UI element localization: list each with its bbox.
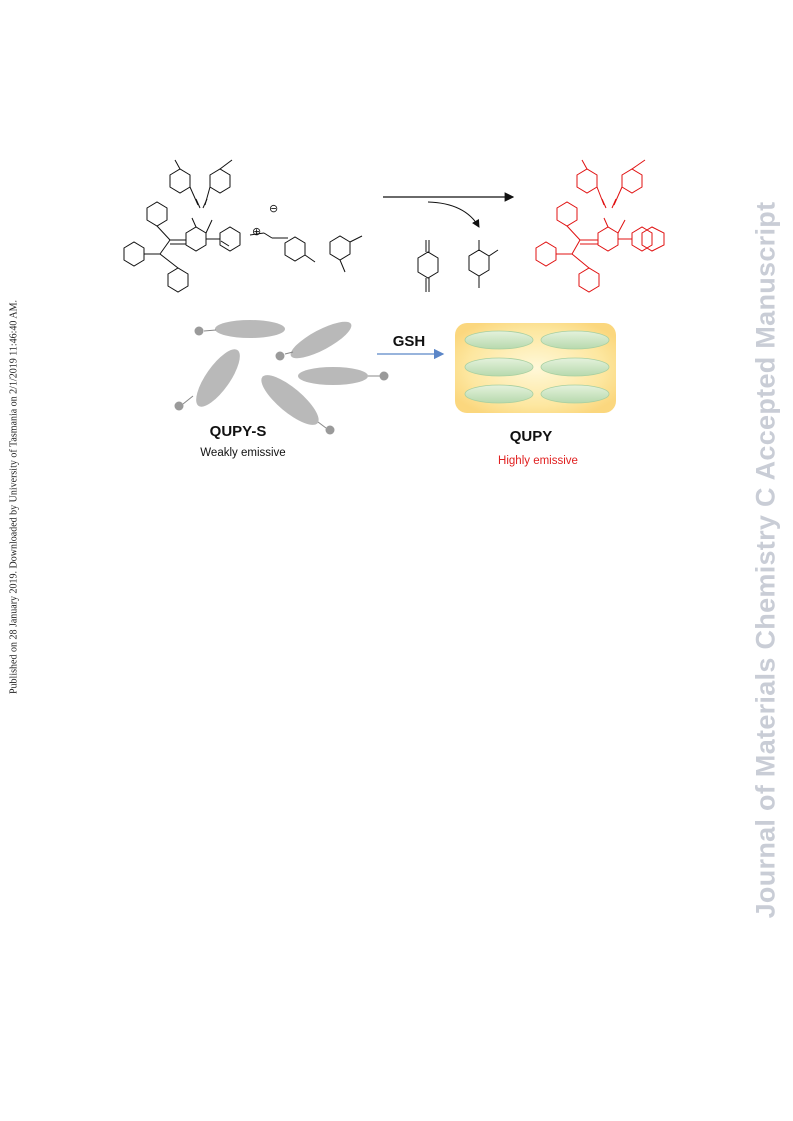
gsh-label: GSH (392, 333, 426, 350)
left-compound-name: QUPY-S (209, 423, 267, 440)
left-compound-desc: Weakly emissive (200, 447, 286, 459)
reactant-structure (123, 159, 363, 293)
byproduct-xylene (468, 240, 499, 288)
dispersed-molecules (174, 320, 389, 435)
right-compound-name: QUPY (509, 428, 553, 445)
right-compound-desc: Highly emissive (498, 455, 578, 467)
anion-charge-sign: ⊖ (269, 202, 278, 215)
side-product-arrow (427, 201, 480, 228)
cation-charge-sign: ⊕ (252, 225, 261, 238)
product-structure (535, 159, 665, 293)
byproduct-quinodimethane (417, 240, 439, 292)
aggregate-box (455, 323, 616, 413)
